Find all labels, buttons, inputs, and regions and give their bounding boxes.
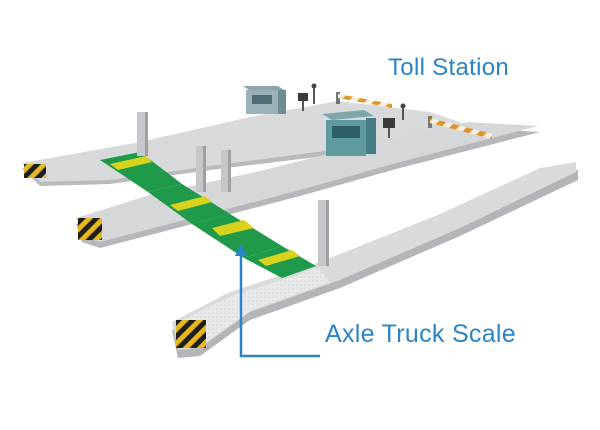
toll-booth-back: [243, 83, 317, 114]
boom-barrier-front: [428, 116, 492, 139]
axle-scale-deck: [100, 152, 316, 278]
sensor-columns: [137, 112, 329, 266]
hazard-stripe: [176, 320, 206, 348]
axle-scale-pointer: [235, 244, 320, 358]
toll-booth-front: [322, 103, 406, 156]
hazard-stripe: [78, 218, 102, 240]
hazard-stripe: [24, 164, 46, 178]
arrow-up-icon: [235, 244, 247, 256]
boom-barrier-back: [336, 92, 392, 108]
island-front: [172, 162, 578, 358]
toll-station-label: Toll Station: [388, 54, 509, 81]
axle-truck-scale-label: Axle Truck Scale: [325, 320, 516, 348]
